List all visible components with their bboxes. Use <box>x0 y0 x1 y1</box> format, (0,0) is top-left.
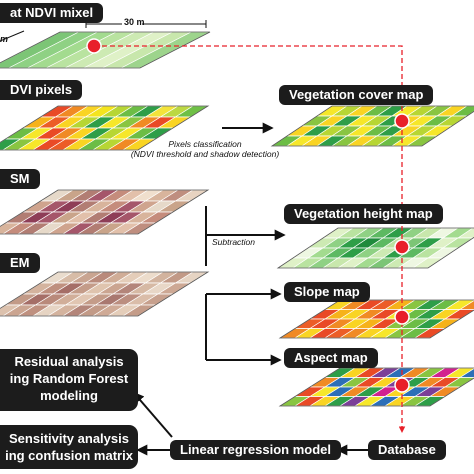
mixel-m-fragment: m <box>0 34 9 44</box>
pixels-classification-line-2: (NDVI threshold and shadow detection) <box>130 149 280 159</box>
ndvi-layer <box>0 105 210 151</box>
marker-veg-cover <box>394 113 410 129</box>
residual-analysis-box: Residual analysis ing Random Forest mode… <box>0 349 138 411</box>
vegetation-cover-layer <box>270 105 474 147</box>
residual-line-2: ing Random Forest <box>9 371 129 386</box>
vegetation-height-layer <box>276 227 474 269</box>
slope-map-label: Slope map <box>284 282 370 302</box>
sensitivity-line-2: ing confusion matrix <box>5 448 133 463</box>
aspect-map-label: Aspect map <box>284 348 378 368</box>
dsm-layer-outline <box>0 189 210 235</box>
output-layers <box>270 105 474 407</box>
subtraction-caption: Subtraction <box>212 237 255 247</box>
ndvi-pixels-label: DVI pixels <box>0 80 83 100</box>
marker-aspect <box>394 377 410 393</box>
red-dashed-flow <box>94 45 406 433</box>
database-box: Database <box>368 440 446 460</box>
sensitivity-analysis-box: Sensitivity analysis ing confusion matri… <box>0 425 138 469</box>
pixels-classification-line-1: Pixels classification <box>168 139 242 149</box>
aspect-layer-cell <box>458 368 474 378</box>
input-layers <box>0 31 211 317</box>
dsm-layer <box>0 189 210 235</box>
pixels-classification-caption: Pixels classification (NDVI threshold an… <box>130 139 280 159</box>
scale-bar <box>0 20 207 42</box>
location-markers <box>86 38 410 393</box>
dem-layer <box>0 271 210 317</box>
residual-line-3: modeling <box>40 388 98 403</box>
vegetation-height-layer-outline <box>276 227 474 269</box>
model-to-residual-arrow <box>132 391 173 438</box>
marker-mixel <box>86 38 102 54</box>
vegetation-height-map-label: Vegetation height map <box>284 204 443 224</box>
slope-layer-outline <box>278 299 474 339</box>
process-arrows <box>132 122 368 456</box>
marker-veg-height <box>394 239 410 255</box>
landsat-mixel-layer <box>0 31 211 69</box>
slope-layer-cell <box>458 300 474 310</box>
scale-label: 30 m <box>124 17 145 27</box>
sensitivity-line-1: Sensitivity analysis <box>9 431 129 446</box>
dsm-label: SM <box>0 169 40 189</box>
slope-layer <box>278 299 474 339</box>
dem-layer-outline <box>0 271 210 317</box>
marker-slope <box>394 309 410 325</box>
vegetation-cover-layer-outline <box>270 105 474 147</box>
linear-regression-model-box: Linear regression model <box>170 440 341 460</box>
aspect-layer <box>278 367 474 407</box>
dem-label: EM <box>0 253 40 273</box>
landsat-mixel-label: at NDVI mixel <box>0 3 104 23</box>
aspect-layer-outline <box>278 367 474 407</box>
landsat-mixel-layer-outline <box>0 31 211 69</box>
ndvi-layer-outline <box>0 105 210 151</box>
vegetation-cover-map-label: Vegetation cover map <box>279 85 434 105</box>
residual-line-1: Residual analysis <box>14 354 124 369</box>
